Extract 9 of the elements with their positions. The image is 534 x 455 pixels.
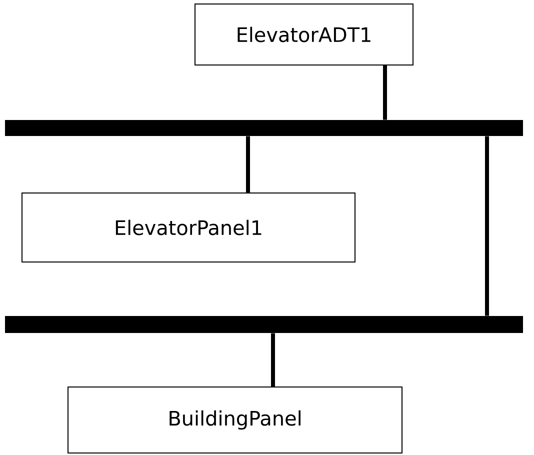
connector-line [383, 66, 387, 120]
connector-line [246, 136, 250, 192]
connector-line [271, 333, 275, 386]
connector-line [485, 136, 489, 316]
text-box: ElevatorADT1 [194, 4, 414, 66]
text-box: ElevatorPanel1 [22, 192, 356, 262]
text-box: BuildingPanel [68, 386, 402, 454]
bus-bar [5, 120, 523, 136]
bus-bar [5, 316, 523, 333]
